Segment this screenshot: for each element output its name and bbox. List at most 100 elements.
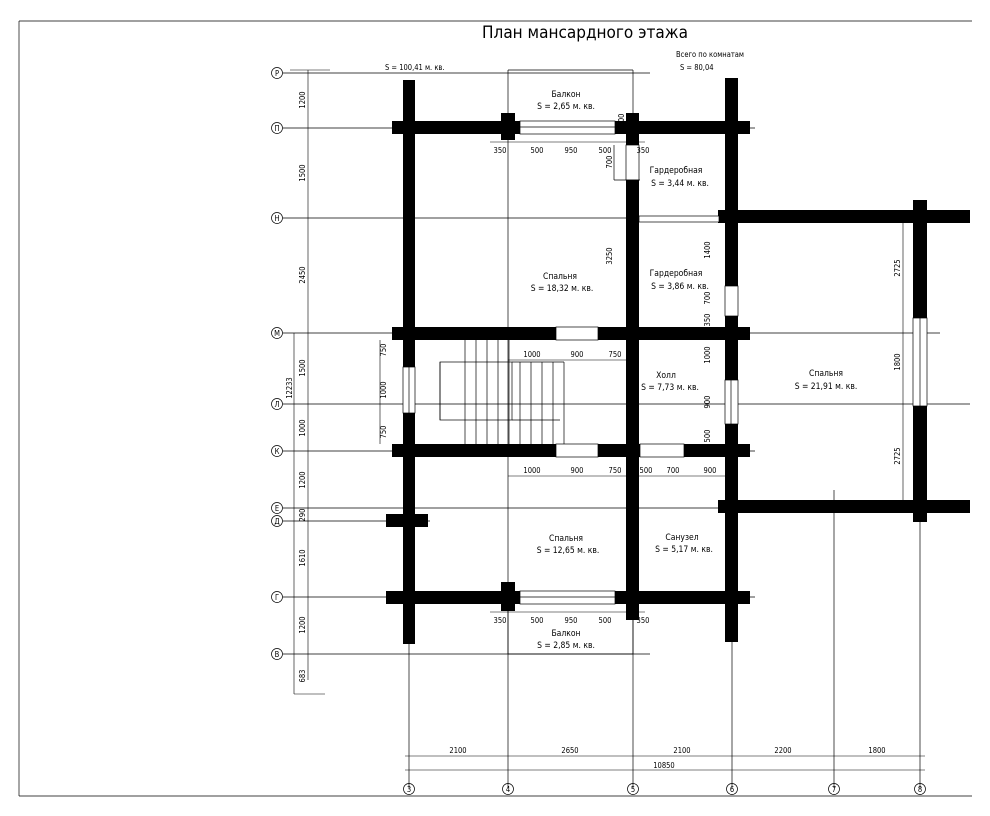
stair-dim-750a: 750 (379, 344, 388, 357)
bottom-dim-2100b: 2100 (673, 746, 690, 755)
bottom-dim-2100a: 2100 (449, 746, 466, 755)
axis-row-g: Г (275, 593, 279, 602)
left-dim-1200: 1200 (298, 91, 307, 108)
bottom-win-dim-500b: 500 (599, 616, 612, 625)
axis-row-m: М (274, 329, 280, 338)
axis-row-p: П (274, 124, 279, 133)
left-dim-1200b: 1200 (298, 471, 307, 488)
room-bathroom-name: Санузел (665, 533, 698, 543)
hall-right-dim-900: 900 (703, 396, 712, 409)
dim-700b: 700 (703, 292, 712, 305)
bottom-win-dim-500a: 500 (531, 616, 544, 625)
room-balcony-top-area: S = 2,65 м. кв. (537, 102, 595, 112)
stair-dim-750b: 750 (379, 426, 388, 439)
axis-col-7: 7 (832, 785, 836, 794)
hall-bottom-dim-500: 500 (640, 466, 653, 475)
left-dim-1200c: 1200 (298, 616, 307, 633)
axis-markers-cols (403, 783, 926, 795)
hall-bottom-dim-900b: 900 (704, 466, 717, 475)
axis-row-e: Е (275, 504, 279, 513)
hall-right-dim-1000: 1000 (703, 346, 712, 363)
hall-top-dim-1000: 1000 (523, 350, 540, 359)
left-dim-290: 290 (298, 509, 307, 522)
stair-dim-1000: 1000 (379, 381, 388, 398)
left-dim-683: 683 (298, 670, 307, 683)
dim-600: 600 (617, 114, 626, 127)
room-wardrobe-2-name: Гардеробная (650, 268, 703, 279)
room-hall-area: S = 7,73 м. кв. (641, 383, 699, 393)
bottom-win-dim-350a: 350 (494, 616, 507, 625)
dim-3250: 3250 (605, 247, 614, 264)
top-win-dim-350b: 350 (637, 146, 650, 155)
axis-col-8: 8 (918, 785, 922, 794)
axis-col-4: 4 (506, 785, 510, 794)
room-bedroom-3-name: Спальня (549, 534, 583, 544)
room-wardrobe-2-area: S = 3,86 м. кв. (651, 282, 709, 292)
axis-grid-vertical (408, 70, 921, 788)
axis-col-3: 3 (407, 785, 411, 794)
hall-bottom-dim-700: 700 (667, 466, 680, 475)
room-bathroom-area: S = 5,17 м. кв. (655, 545, 713, 555)
bottom-win-dim-350b: 350 (637, 616, 650, 625)
left-dim-1500: 1500 (298, 164, 307, 181)
dim-1400: 1400 (703, 241, 712, 258)
top-win-dim-500a: 500 (531, 146, 544, 155)
hall-right-dim-500: 500 (703, 430, 712, 443)
bedroom2-dim-1800: 1800 (893, 353, 902, 370)
dim-350: 350 (703, 314, 712, 327)
left-dim-total: 12233 (285, 377, 294, 398)
axis-row-v: В (275, 650, 280, 659)
room-bedroom-3-area: S = 12,65 м. кв. (537, 546, 600, 556)
hall-bottom-dim-1000: 1000 (523, 466, 540, 475)
hall-bottom-dim-750: 750 (609, 466, 622, 475)
drawing-title: План мансардного этажа (482, 23, 688, 43)
top-win-dim-500b: 500 (599, 146, 612, 155)
room-bedroom-1-area: S = 18,32 м. кв. (531, 284, 594, 294)
hall-top-dim-750: 750 (609, 350, 622, 359)
hall-bottom-dim-900: 900 (571, 466, 584, 475)
bedroom2-dim-2725a: 2725 (893, 259, 902, 276)
left-dim-1500b: 1500 (298, 359, 307, 376)
bottom-dim-2200: 2200 (774, 746, 791, 755)
window-openings (402, 120, 928, 605)
bedroom2-dim-2725b: 2725 (893, 447, 902, 464)
axis-row-l: Л (274, 400, 279, 409)
total-value: S = 80,04 (680, 63, 714, 72)
room-wardrobe-1-area: S = 3,44 м. кв. (651, 179, 709, 189)
bottom-dimension-chain (405, 755, 925, 771)
dim-700: 700 (605, 156, 614, 169)
room-balcony-top-name: Балкон (551, 90, 580, 100)
axis-row-d: Д (274, 517, 279, 526)
room-balcony-bottom-area: S = 2,85 м. кв. (537, 641, 595, 651)
sheet-frame (18, 20, 972, 797)
left-dimension-chain (290, 69, 330, 695)
room-wardrobe-1-name: Гардеробная (650, 165, 703, 176)
bottom-dim-total: 10850 (653, 761, 674, 770)
staircase (439, 340, 565, 444)
axis-markers-rows (271, 67, 283, 660)
room-hall-name: Холл (656, 371, 676, 381)
axis-row-n: Н (274, 214, 279, 223)
axis-col-5: 5 (631, 785, 635, 794)
bottom-win-dim-950: 950 (565, 616, 578, 625)
top-win-dim-350a: 350 (494, 146, 507, 155)
hall-top-dim-900: 900 (571, 350, 584, 359)
room-balcony-bottom-name: Балкон (551, 629, 580, 639)
walls (386, 78, 970, 644)
total-label: Всего по комнатам (676, 50, 744, 59)
room-bedroom-2-area: S = 21,91 м. кв. (795, 382, 858, 392)
left-dim-1610: 1610 (298, 549, 307, 566)
bottom-dim-2650: 2650 (561, 746, 578, 755)
room-bedroom-1-name: Спальня (543, 272, 577, 282)
axis-col-6: 6 (730, 785, 734, 794)
bottom-dim-1800: 1800 (868, 746, 885, 755)
balcony-outlines (507, 69, 634, 655)
left-dim-1000: 1000 (298, 419, 307, 436)
left-dim-2450: 2450 (298, 266, 307, 283)
area-top: S = 100,41 м. кв. (385, 63, 445, 72)
room-bedroom-2-name: Спальня (809, 369, 843, 379)
top-win-dim-950: 950 (565, 146, 578, 155)
axis-row-k: К (275, 447, 280, 456)
axis-row-r: Р (275, 69, 279, 78)
